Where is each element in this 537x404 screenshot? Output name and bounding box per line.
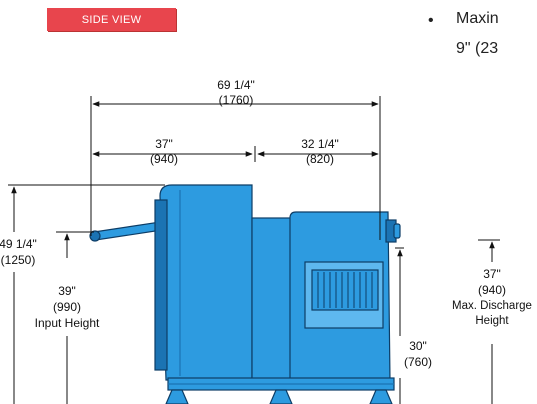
discharge-height-label-2: Height [475, 315, 509, 327]
side-view-badge: SIDE VIEW [47, 8, 176, 31]
input-height-in: 39" [58, 284, 76, 298]
discharge-height-mm: (940) [478, 283, 506, 297]
input-height-mm: (990) [53, 300, 81, 314]
bullet-text-line-1: Maxin [456, 10, 499, 27]
lower-height-mm: (760) [404, 355, 432, 369]
extension-lines [8, 96, 500, 249]
rear-section-in: 32 1/4" [301, 137, 339, 151]
caster-wheels [165, 389, 393, 404]
overall-length-in: 69 1/4" [217, 78, 255, 92]
rear-section [289, 211, 401, 381]
dimension-labels: 69 1/4" (1760) 37" (940) 32 1/4" (820) 4… [0, 78, 532, 369]
dimension-arrows [11, 101, 495, 404]
discharge-height-in: 37" [483, 267, 501, 281]
vent-grille [304, 261, 384, 329]
input-height-label: Input Height [35, 316, 100, 330]
overall-length-mm: (1760) [219, 93, 254, 107]
overall-height-mm: (1250) [1, 253, 36, 267]
bullet-symbol: • [428, 12, 434, 29]
discharge-height-label-1: Max. Discharge [452, 300, 532, 312]
bullet-text-line-2: 9" (23 [456, 40, 499, 57]
input-handle [89, 221, 163, 242]
front-section-mm: (940) [150, 152, 178, 166]
overall-height-in: 49 1/4" [0, 237, 37, 251]
machine-body [89, 184, 401, 404]
front-section-in: 37" [155, 137, 173, 151]
base-frame [167, 377, 395, 391]
lower-height-in: 30" [409, 339, 427, 353]
rear-section-mm: (820) [306, 152, 334, 166]
